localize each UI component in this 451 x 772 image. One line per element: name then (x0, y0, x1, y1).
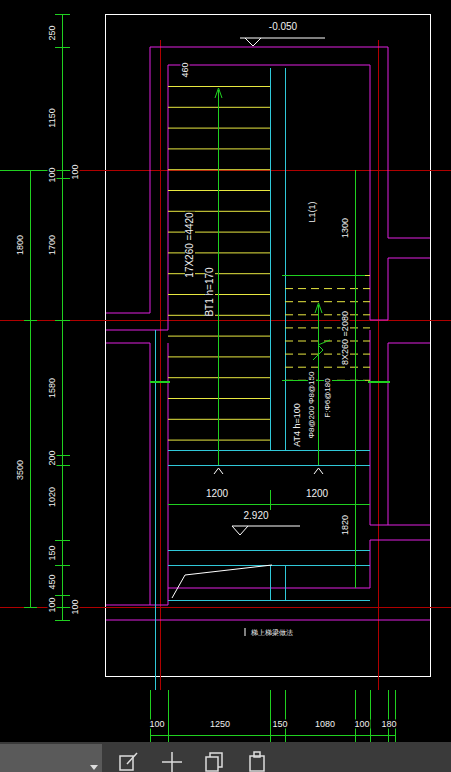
stroke (55, 320, 70, 321)
stroke (55, 465, 70, 466)
stroke (168, 86, 270, 87)
dimension-text-vertical: 450 (48, 573, 57, 590)
stroke (285, 288, 370, 289)
dimension-text-vertical: 1150 (48, 107, 57, 128)
stroke (55, 455, 70, 456)
dimension-text-vertical: Φ8@200 Φ8@150 (308, 371, 316, 440)
stroke (24, 170, 37, 171)
stroke (55, 620, 70, 621)
stroke (370, 690, 371, 742)
dimension-text-vertical: 1820 (341, 514, 350, 536)
stroke (24, 320, 37, 321)
dimension-text-vertical: 100 (48, 596, 57, 613)
stroke (285, 327, 370, 328)
dimension-text-vertical: 1580 (48, 377, 57, 399)
stroke (24, 607, 37, 608)
dimension-text: 1200 (205, 489, 229, 499)
stroke (55, 178, 70, 179)
dimension-text-vertical: 1300 (341, 217, 350, 239)
dimension-text-vertical: BT1 h=170 (205, 266, 215, 317)
dimension-text-vertical: AT4 h=100 (293, 402, 302, 448)
dimension-text-vertical: 150 (48, 544, 57, 561)
stroke (55, 14, 70, 15)
dimension-text-vertical: 1800 (16, 234, 25, 256)
dimension-text: 180 (380, 720, 397, 729)
dimension-text-vertical: 460 (181, 61, 190, 78)
stroke (55, 540, 70, 541)
dimension-text-vertical: 100 (48, 166, 57, 183)
stroke (55, 595, 70, 596)
dimension-text-vertical: 250 (48, 24, 57, 41)
stroke (285, 367, 370, 368)
dimension-text-vertical: 17X260 =4420 (185, 211, 195, 278)
stroke (285, 354, 370, 355)
dimension-text: 100 (353, 720, 370, 729)
dimension-text: 1080 (314, 720, 336, 729)
stroke (168, 690, 169, 742)
stroke (55, 170, 70, 171)
dimension-text: 150 (271, 720, 288, 729)
dimension-text: 2.920 (242, 511, 269, 521)
dimension-text: 1200 (305, 489, 329, 499)
dimension-text-vertical: 100 (71, 163, 80, 180)
dimension-text-vertical: F:Φ6@180 (324, 377, 332, 418)
dimension-text: 1250 (209, 720, 231, 729)
stroke (355, 690, 356, 742)
dimension-text-vertical: 3500 (16, 459, 25, 481)
stroke (150, 690, 151, 742)
stroke (395, 690, 396, 742)
dimension-text-vertical: 1020 (48, 486, 57, 508)
stroke (285, 690, 286, 742)
dimension-text-vertical: 200 (48, 449, 57, 466)
dimension-text-vertical: 8X260 =2080 (341, 310, 350, 366)
stroke (285, 301, 370, 302)
dimension-text: 100 (148, 720, 165, 729)
stroke (55, 607, 70, 608)
dimension-text-vertical: L1(1) (308, 200, 317, 223)
dimension-text: -0.050 (268, 22, 298, 32)
stroke (285, 314, 370, 315)
stroke (388, 690, 389, 742)
stroke (55, 565, 70, 566)
dimension-text-vertical: 100 (71, 598, 80, 615)
stroke (270, 690, 271, 742)
dimension-text: 梯上梯梁做法 (250, 629, 294, 636)
stroke (55, 47, 70, 48)
dimension-text-vertical: 1700 (48, 234, 57, 256)
